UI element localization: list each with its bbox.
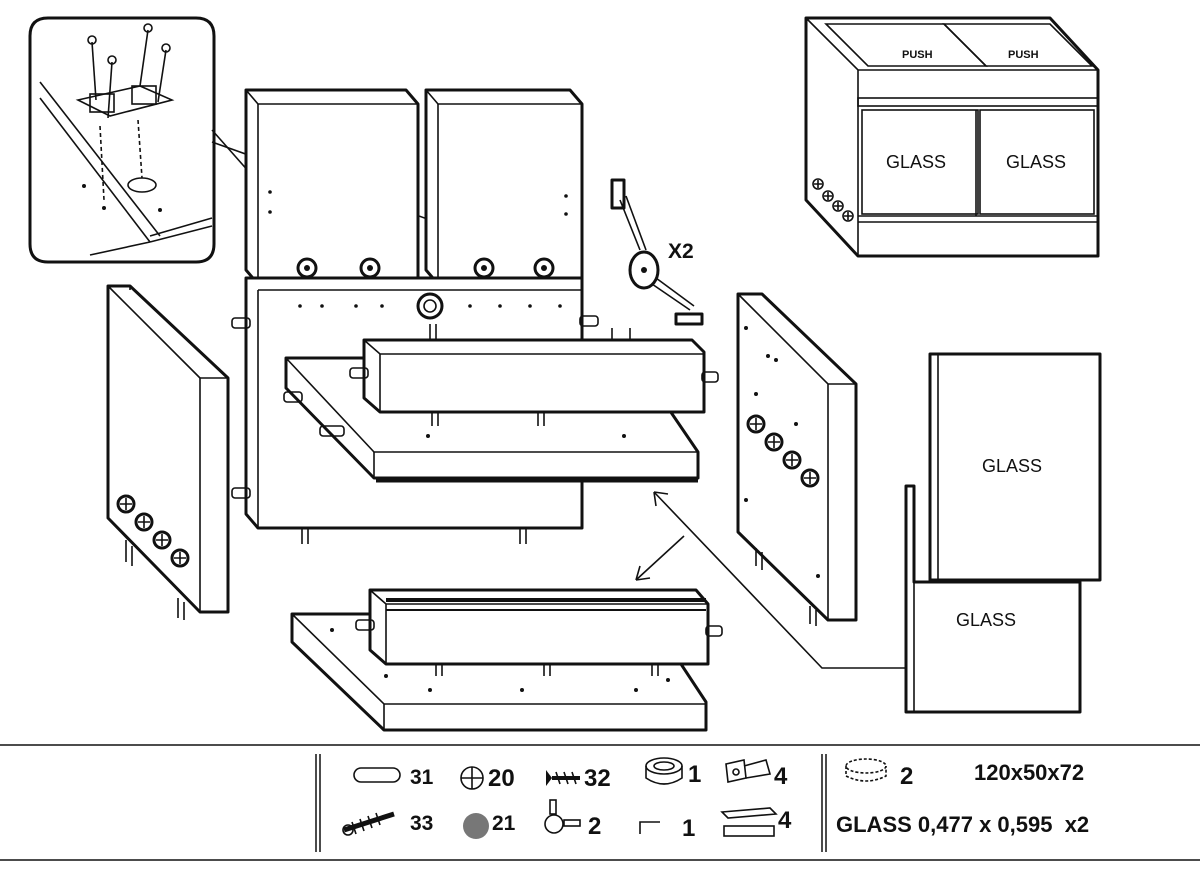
assembled-cabinet: PUSH PUSH GLASS GLASS [804,16,1100,258]
count-cam-lock: 20 [488,765,515,792]
screw-icon [546,770,580,786]
glass-label-door-upper: GLASS [982,456,1042,476]
dowel-icon [353,767,401,783]
cam-lock-icon [116,494,190,568]
count-door-hinge: 4 [774,763,788,790]
bottom-rail [355,588,723,676]
lid-stay-icon: X2 [610,178,704,326]
push-label-right: PUSH [1008,49,1039,61]
wood-screw-icon [342,811,395,836]
cable-grommet-icon [645,757,683,785]
allen-key-icon [639,821,660,834]
upper-box-left [244,88,420,286]
glass-label-door-lower: GLASS [956,610,1016,630]
glass-door-upper: GLASS [928,352,1102,582]
glass-label-top-left: GLASS [886,152,946,172]
count-cable-grommet: 1 [688,761,701,788]
upper-box-right [424,88,584,286]
count-allen-key: 1 [682,815,695,842]
count-rail: 4 [778,807,792,834]
glass-label-top-right: GLASS [1006,152,1066,172]
detail-inset [28,16,216,264]
count-cover-cap: 21 [492,812,516,835]
glass-door-lower: GLASS [904,484,1082,714]
parts-list: 31 20 32 1 4 2 120x50x72 [0,744,1200,861]
cam-lock-icon [460,766,484,790]
count-screw: 32 [584,765,611,792]
cabinet-dimensions: 120x50x72 [974,760,1084,785]
count-lid-stay: 2 [588,813,601,840]
push-label-left: PUSH [902,49,933,61]
middle-rail [349,324,719,426]
left-side-panel [106,284,230,620]
cover-cap-icon [463,813,489,839]
count-dowel: 31 [410,766,434,789]
lid-stay-icon [544,799,581,834]
count-wood-screw: 33 [410,812,433,835]
cap-disc-icon [845,758,887,782]
right-side-panel [736,292,858,626]
glass-spec: GLASS 0,477 x 0,595 x2 [836,812,1089,837]
hinge-count-label: X2 [668,240,694,263]
count-cap-disc: 2 [900,763,913,790]
door-hinge-icon [725,759,772,783]
rail-icon [720,807,778,837]
